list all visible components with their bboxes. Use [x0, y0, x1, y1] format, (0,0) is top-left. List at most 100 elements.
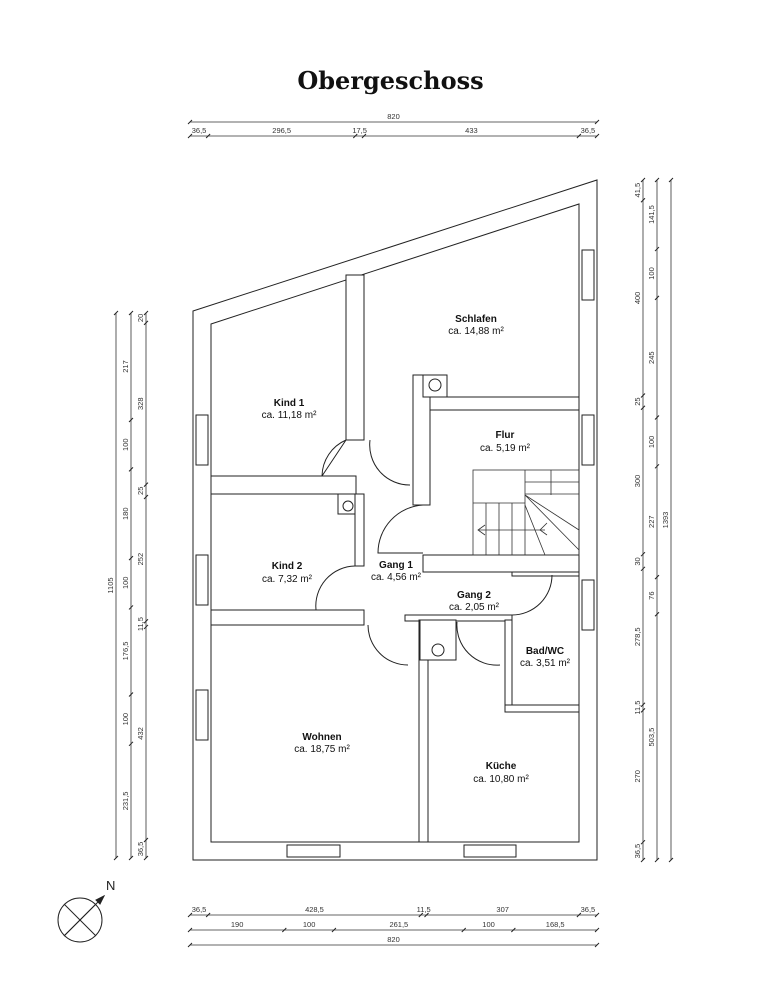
dimension-tick	[511, 927, 516, 933]
dimension-tick	[205, 912, 211, 918]
dimension-tick	[640, 177, 646, 183]
dimension-tick	[205, 133, 211, 139]
dimension-tick	[128, 555, 134, 561]
dimension-tick	[128, 855, 134, 861]
windows	[195, 249, 595, 858]
dimension-tick	[113, 855, 119, 861]
dimension-label: 11,5	[136, 617, 145, 631]
wall-kind2-gang1	[354, 493, 365, 567]
dimension-tick	[668, 857, 674, 863]
room-area: ca. 18,75 m²	[294, 744, 350, 755]
dimension-tick	[128, 741, 134, 747]
dimension-tick	[594, 119, 600, 125]
dimension-tick	[594, 942, 600, 948]
wall-kind1-schlafen	[345, 274, 365, 441]
window	[581, 414, 595, 466]
dimension-tick	[128, 466, 134, 472]
dimension-tick	[281, 927, 287, 933]
dimension-tick	[424, 912, 429, 918]
door-schlafen	[369, 439, 411, 486]
room-name: Bad/WC	[526, 646, 564, 657]
door-kueche	[456, 621, 501, 666]
dimension-tick	[331, 927, 337, 933]
inner-outline	[210, 203, 580, 843]
walls	[192, 179, 598, 861]
dimension-tick	[461, 927, 467, 933]
dimension-tick	[143, 482, 149, 487]
plan-title: Obergeschoss	[297, 66, 484, 95]
dimension-tick	[143, 494, 149, 500]
room-area: ca. 4,56 m²	[371, 572, 422, 583]
dimension-label: 36,5	[136, 842, 145, 857]
dimension-label: 11,5	[417, 905, 431, 914]
wall-bad-bottom	[504, 704, 580, 713]
dimension-tick	[654, 246, 660, 252]
window	[286, 844, 341, 858]
dimension-label: 41,5	[633, 183, 642, 198]
dimension-label: 100	[303, 920, 316, 929]
room-name: Küche	[486, 761, 517, 772]
dimension-tick	[654, 463, 660, 469]
door-wohnen	[367, 624, 409, 666]
doors	[315, 439, 553, 666]
room-area: ca. 14,88 m²	[448, 326, 504, 337]
chimney-icon	[428, 378, 442, 392]
dimension-label: 25	[633, 397, 642, 405]
dimension-tick	[361, 133, 367, 139]
dimension-tick	[128, 417, 134, 423]
dimension-label: 227	[647, 515, 656, 528]
compass-circle	[57, 897, 103, 943]
dimension-label: 30	[633, 557, 642, 565]
door-kind1	[321, 439, 347, 477]
dimension-label: 1105	[106, 577, 115, 593]
wall-schlafen-flur	[429, 396, 580, 411]
dimension-tick	[128, 310, 134, 316]
dimension-tick	[594, 133, 600, 139]
wall-flur-gang2	[422, 554, 580, 573]
room-name: Kind 2	[272, 561, 303, 572]
dimension-label: 432	[136, 727, 145, 740]
dimension-label: 176,5	[121, 642, 130, 661]
dimension-label: 36,5	[581, 126, 596, 135]
dimension-label: 100	[647, 436, 656, 449]
dimension-label: 100	[121, 577, 130, 590]
dimension-tick	[143, 837, 149, 843]
window	[463, 844, 517, 858]
dimension-label: 20	[136, 314, 145, 322]
dimension-label: 820	[387, 112, 400, 121]
room-name: Gang 2	[457, 590, 491, 601]
window	[195, 414, 209, 466]
dimension-label: 100	[121, 438, 130, 451]
dimension-label: 245	[647, 351, 656, 364]
dimension-tick	[143, 310, 149, 316]
dimension-label: 168,5	[546, 920, 565, 929]
dimension-label: 231,5	[121, 792, 130, 811]
room-area: ca. 3,51 m²	[520, 658, 571, 669]
dimension-tick	[640, 197, 646, 203]
dimension-tick	[640, 566, 646, 572]
dimension-label: 36,5	[581, 905, 596, 914]
dimension-tick	[418, 912, 424, 918]
dimension-label: 1393	[661, 512, 670, 529]
dimension-tick	[187, 119, 193, 125]
compass: N	[57, 878, 115, 943]
wall-bad-left	[504, 619, 513, 713]
dimension-tick	[143, 624, 149, 630]
dimension-label: 76	[647, 591, 656, 599]
window	[581, 579, 595, 631]
dimension-tick	[654, 574, 660, 580]
dimension-tick	[654, 857, 660, 863]
dimension-tick	[654, 415, 660, 420]
dimension-tick	[640, 405, 646, 411]
chimney-icon	[342, 500, 354, 512]
room-name: Kind 1	[274, 398, 305, 409]
dimension-tick	[143, 618, 149, 624]
room-area: ca. 10,80 m²	[473, 774, 529, 785]
dimension-label: 270	[633, 770, 642, 783]
dimension-label: 190	[231, 920, 244, 929]
dimension-tick	[352, 133, 358, 139]
dimension-tick	[143, 855, 149, 861]
dimension-label: 25	[136, 487, 145, 495]
room-area: ca. 5,19 m²	[480, 443, 531, 454]
